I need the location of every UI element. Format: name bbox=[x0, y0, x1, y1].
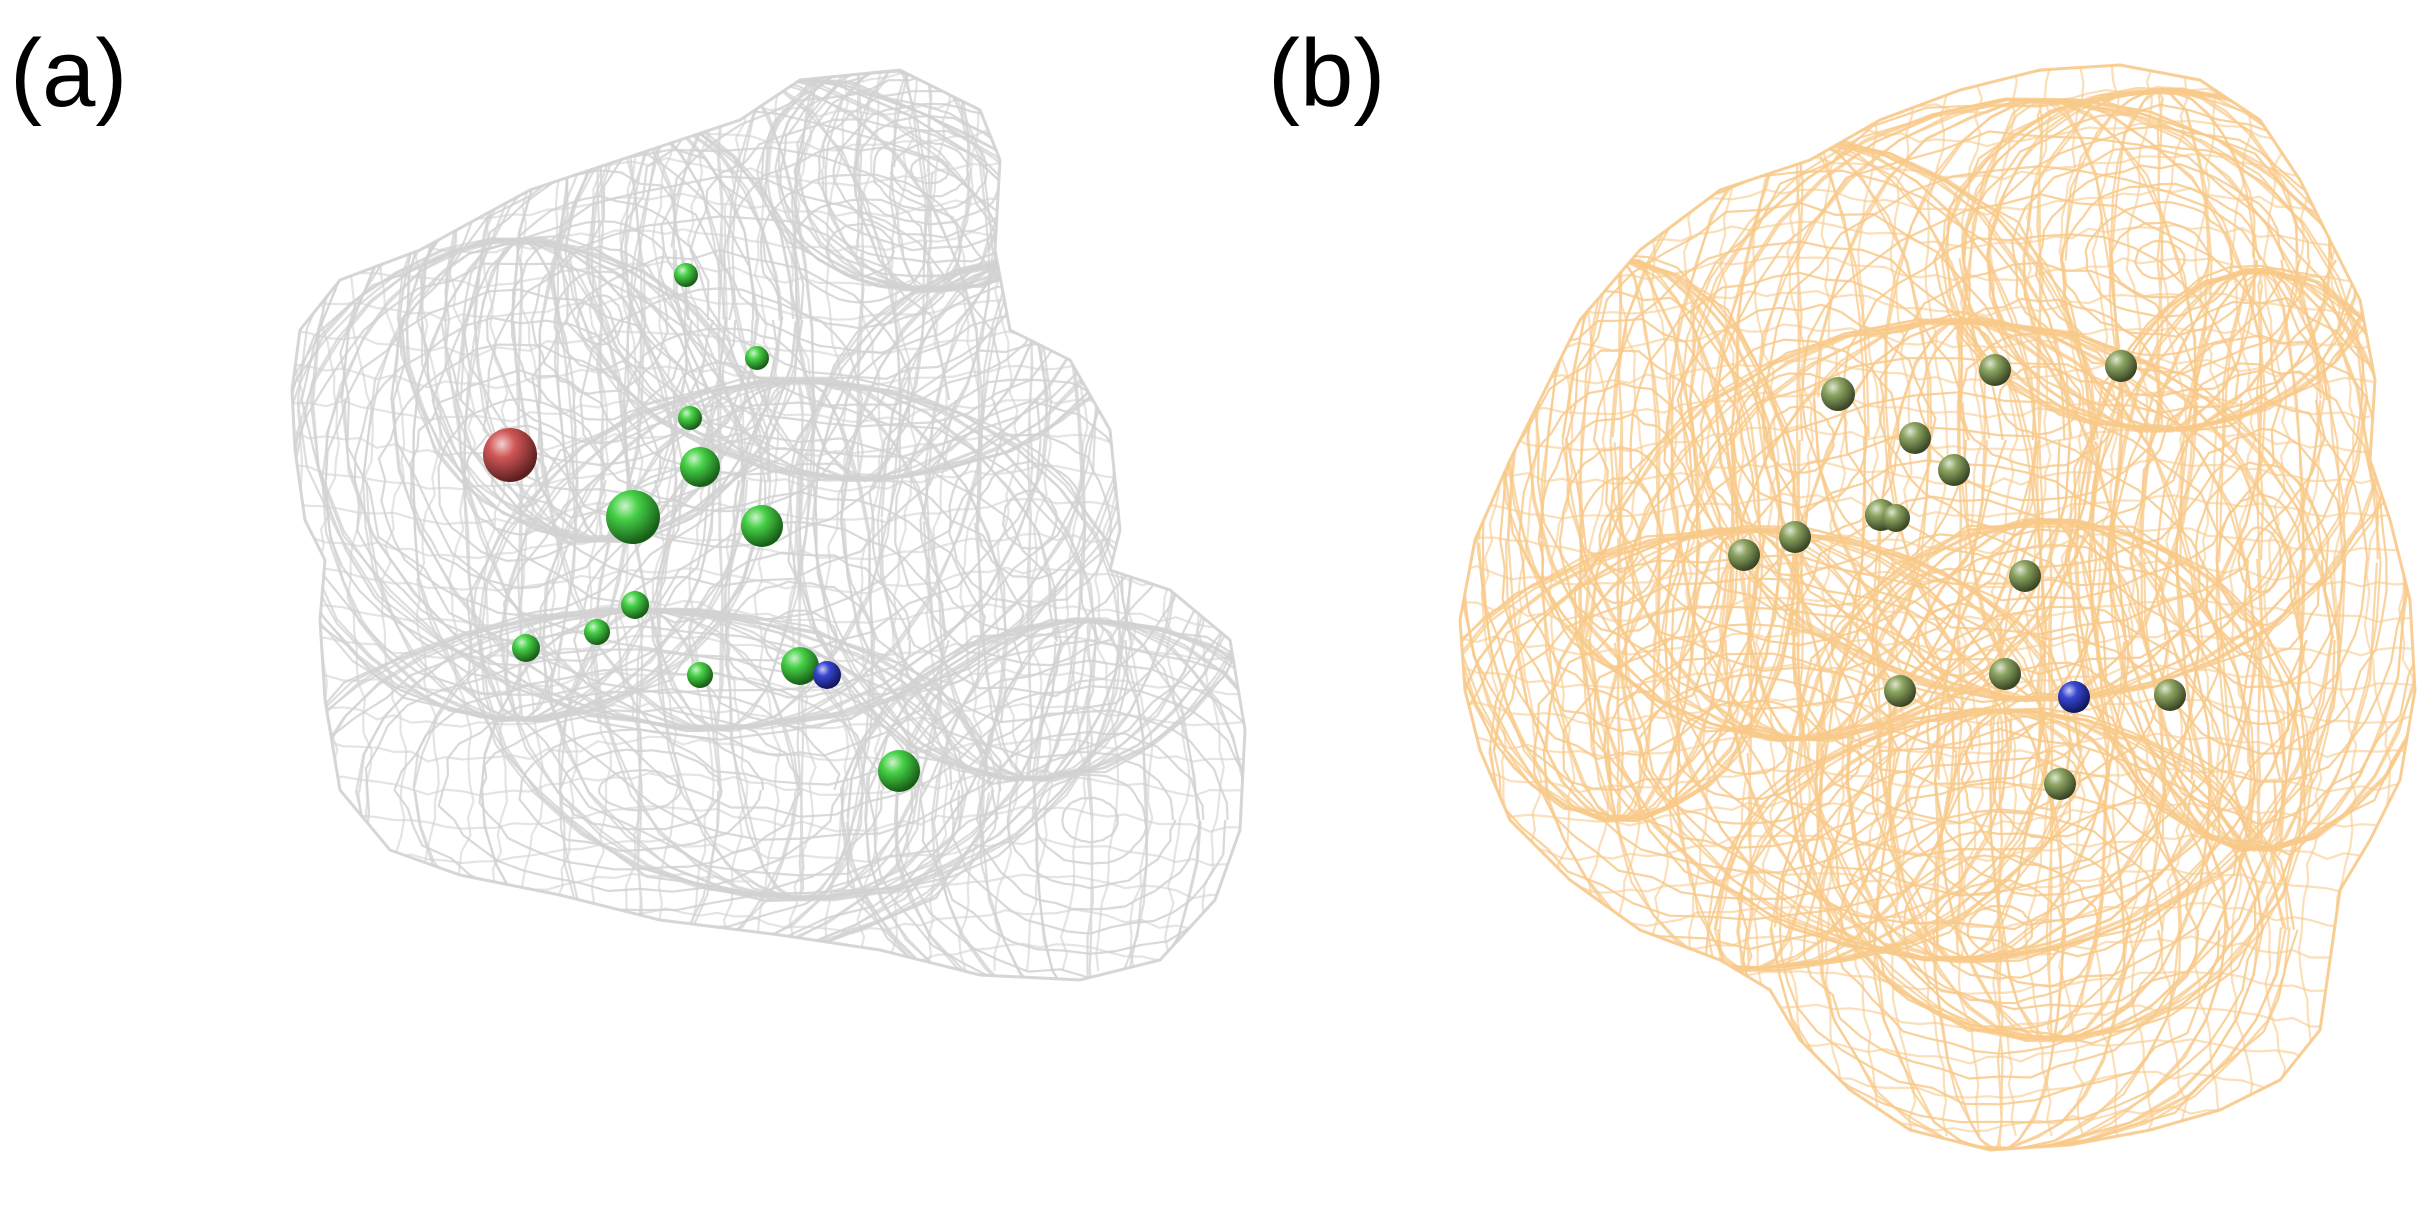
panel-b-atom-olive bbox=[1884, 675, 1916, 707]
panel-b-mesh-surface bbox=[1458, 63, 2417, 1152]
panel-a-label: (a) bbox=[10, 20, 128, 127]
panel-b-atom-olive bbox=[1899, 422, 1931, 454]
panel-a-atom-green bbox=[687, 662, 713, 688]
panel-b-atom-olive bbox=[1882, 504, 1910, 532]
panel-b-atom-olive bbox=[2154, 679, 2186, 711]
panel-b-atom-olive bbox=[1728, 539, 1760, 571]
panel-a-atom-green bbox=[584, 619, 610, 645]
panel-a-atom-green bbox=[741, 505, 783, 547]
panel-a-mesh-surface bbox=[290, 68, 1247, 982]
panel-a-atom-blue bbox=[813, 661, 841, 689]
panel-a-atom-green bbox=[781, 647, 819, 685]
panel-b-atom-olive bbox=[1938, 454, 1970, 486]
panel-b-atom-olive bbox=[1989, 658, 2021, 690]
panel-a-atom-red bbox=[483, 428, 537, 482]
panel-b-atom-olive bbox=[1821, 377, 1855, 411]
panel-a-atom-green bbox=[621, 591, 649, 619]
panel-a-atom-green bbox=[678, 406, 702, 430]
panel-b-atom-olive bbox=[1979, 354, 2011, 386]
panel-b-atoms bbox=[1728, 350, 2186, 800]
panel-a-atom-green bbox=[512, 634, 540, 662]
panel-b-atom-olive bbox=[1779, 521, 1811, 553]
panel-b-label: (b) bbox=[1268, 20, 1386, 127]
panel-a-atom-green bbox=[745, 346, 769, 370]
panel-a-atom-green bbox=[680, 447, 720, 487]
panel-b-atom-olive bbox=[2044, 768, 2076, 800]
panel-a-atom-green bbox=[674, 263, 698, 287]
panel-b-atom-olive bbox=[2105, 350, 2137, 382]
panel-a-atom-green bbox=[878, 750, 920, 792]
panel-a-atoms bbox=[483, 263, 920, 792]
panel-a-atom-green bbox=[606, 490, 660, 544]
panel-b-atom-blue bbox=[2058, 681, 2090, 713]
panel-b-atom-olive bbox=[2009, 560, 2041, 592]
